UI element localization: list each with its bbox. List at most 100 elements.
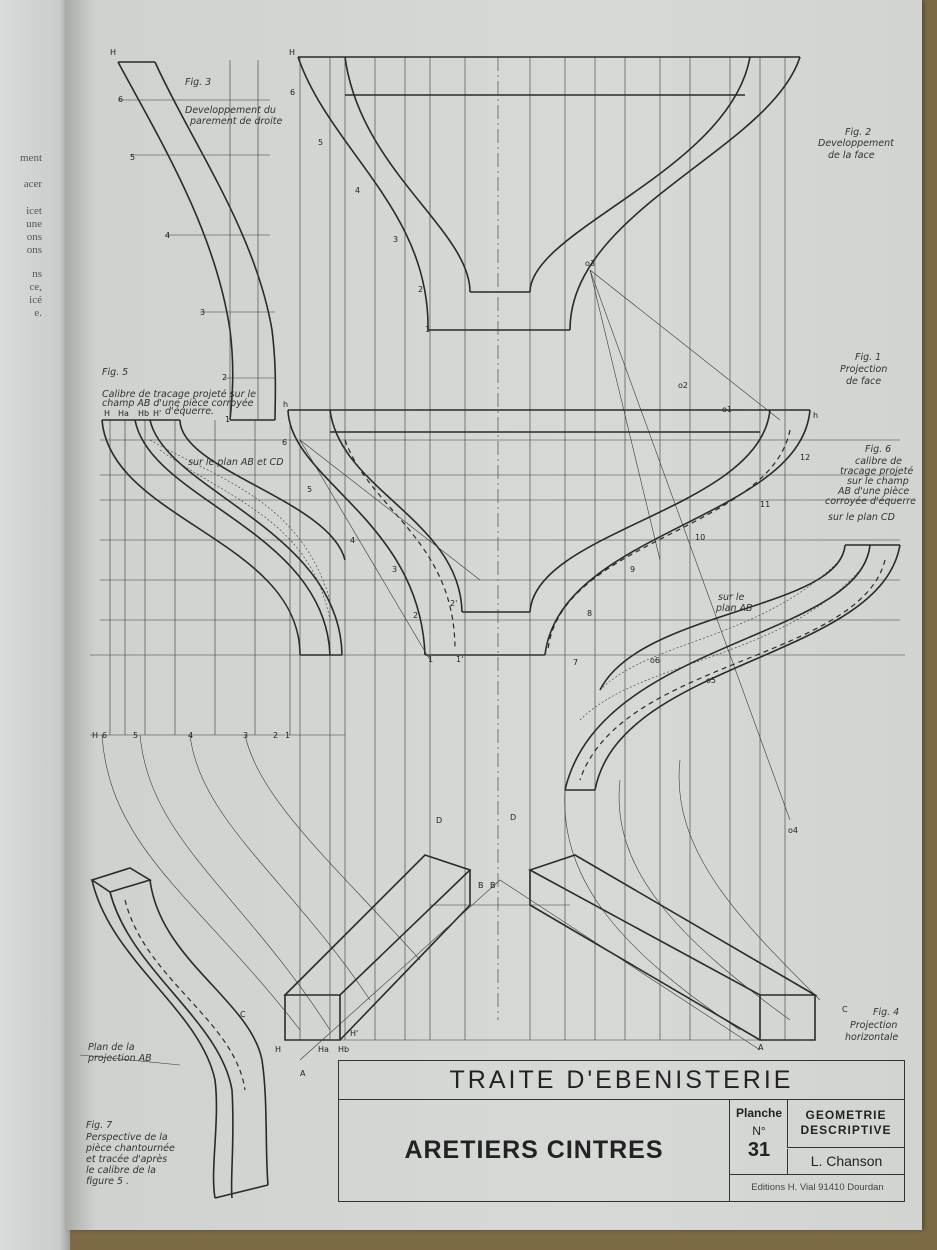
fig7-label: Fig. 7 bbox=[86, 1120, 112, 1131]
fig5-label: Fig. 5 bbox=[102, 367, 128, 378]
left-text: ce, bbox=[29, 281, 42, 293]
fig5-caption: champ AB d'une pièce corroyée bbox=[102, 398, 254, 409]
fig4-caption: Projection bbox=[850, 1020, 897, 1031]
point-label: B bbox=[490, 881, 496, 890]
left-text: icé bbox=[29, 294, 42, 306]
fig7-perspective bbox=[79, 867, 269, 1199]
fig4-horizontal-projection bbox=[283, 854, 818, 1061]
planche-label: Planche bbox=[735, 1106, 783, 1120]
point-label: 10 bbox=[695, 533, 705, 542]
number-label: N° bbox=[752, 1124, 766, 1138]
point-label: 2' bbox=[450, 599, 457, 608]
left-text: e. bbox=[34, 307, 42, 319]
point-label: 5 bbox=[133, 731, 138, 740]
fig1-caption: Projection bbox=[840, 364, 887, 375]
point-label: 6 bbox=[102, 731, 107, 740]
construction-lines bbox=[100, 57, 900, 1040]
fig7-caption: Perspective de la bbox=[86, 1132, 168, 1143]
fig5-template-left bbox=[101, 419, 421, 1031]
left-text: ns bbox=[32, 268, 42, 280]
subject-box: GEOMETRIE DESCRIPTIVE bbox=[787, 1100, 904, 1148]
left-page: ment acer icet une ons ons ns ce, icé e. bbox=[0, 0, 70, 1250]
fig3-caption: parement de droite bbox=[189, 116, 282, 127]
plate-title: ARETIERS CINTRES bbox=[404, 1136, 664, 1164]
point-label: Ha bbox=[118, 409, 129, 418]
point-label: H' bbox=[350, 1029, 358, 1038]
point-label: C bbox=[842, 1005, 848, 1014]
fig6-caption: AB d'une pièce bbox=[837, 486, 909, 497]
point-label: o1 bbox=[722, 405, 732, 414]
fig6-caption: tracage projeté bbox=[840, 466, 913, 477]
fig6-caption: sur le champ bbox=[847, 476, 909, 487]
point-label: 2 bbox=[273, 731, 278, 740]
point-label: C bbox=[240, 1010, 246, 1019]
point-label: 4 bbox=[188, 731, 193, 740]
point-label: 1 bbox=[285, 731, 290, 740]
point-label: H bbox=[289, 48, 295, 57]
fig1-caption: de face bbox=[846, 376, 881, 387]
point-label: Hb bbox=[138, 409, 149, 418]
point-label: H bbox=[104, 409, 110, 418]
point-label: 11 bbox=[760, 500, 770, 509]
point-label: B bbox=[478, 881, 484, 890]
fig5-caption: Calibre de tracage projeté sur le bbox=[102, 389, 256, 400]
fig3-label: Fig. 3 bbox=[185, 77, 211, 88]
fig3-development-strip bbox=[117, 60, 277, 421]
point-label: 5 bbox=[318, 138, 323, 147]
point-label: 6 bbox=[118, 95, 123, 104]
point-label: 4 bbox=[165, 231, 170, 240]
point-label: 1' bbox=[456, 655, 463, 664]
point-label: 5 bbox=[130, 153, 135, 162]
point-label: o4 bbox=[788, 826, 798, 835]
subject-line: DESCRIPTIVE bbox=[800, 1123, 892, 1137]
fig2-caption: Developpement bbox=[818, 138, 895, 149]
point-label: 6 bbox=[282, 438, 287, 447]
point-label: 3 bbox=[200, 308, 205, 317]
point-label: Hb bbox=[338, 1045, 349, 1054]
fig6-caption: calibre de bbox=[855, 456, 902, 467]
point-label: h bbox=[283, 400, 288, 409]
point-label: 3 bbox=[243, 731, 248, 740]
point-label: 3 bbox=[393, 235, 398, 244]
left-text: ons bbox=[26, 244, 42, 256]
left-text: une bbox=[26, 218, 42, 230]
right-page bbox=[66, 0, 922, 1230]
fig2-face-development bbox=[297, 56, 801, 1020]
plate-number: 31 bbox=[747, 1139, 771, 1161]
point-label: 6 bbox=[290, 88, 295, 97]
fig4-caption: horizontale bbox=[845, 1032, 898, 1043]
fig6-plan-ab: sur le bbox=[718, 592, 745, 603]
left-text: ons bbox=[26, 231, 42, 243]
fig1-front-projection bbox=[90, 409, 905, 736]
fig6-plan-ab: plan AB bbox=[715, 603, 753, 614]
plate-number-box: Planche N° 31 bbox=[729, 1100, 788, 1175]
point-label: 2 bbox=[418, 285, 423, 294]
point-label: A bbox=[300, 1069, 306, 1078]
fig6-template-right bbox=[564, 544, 901, 1031]
point-label: 1 bbox=[428, 655, 433, 664]
fig7-caption: pièce chantournée bbox=[85, 1143, 175, 1154]
point-label: o3 bbox=[585, 259, 595, 268]
fig2-caption: de la face bbox=[828, 150, 875, 161]
fig2-label: Fig. 2 bbox=[845, 127, 871, 138]
left-text: ment bbox=[20, 152, 42, 164]
point-label: 8 bbox=[587, 609, 592, 618]
fig6-plan-label: sur le plan CD bbox=[828, 512, 895, 523]
point-label: D bbox=[436, 816, 442, 825]
fig4-label: Fig. 4 bbox=[873, 1007, 899, 1018]
point-label: H' bbox=[153, 409, 161, 418]
point-label: 7 bbox=[573, 658, 578, 667]
point-label: H bbox=[92, 731, 98, 740]
publisher: Editions H. Vial 91410 Dourdan bbox=[729, 1175, 905, 1201]
fig6-label: Fig. 6 bbox=[865, 444, 891, 455]
point-label: H bbox=[275, 1045, 281, 1054]
point-label: D bbox=[510, 813, 516, 822]
point-label: h bbox=[813, 411, 818, 420]
point-label: 4 bbox=[355, 186, 360, 195]
point-label: 4 bbox=[350, 536, 355, 545]
fig7-caption: et tracée d'après bbox=[86, 1154, 167, 1165]
point-label: H bbox=[110, 48, 116, 57]
point-label: 12 bbox=[800, 453, 810, 462]
point-label: o6 bbox=[650, 656, 660, 665]
